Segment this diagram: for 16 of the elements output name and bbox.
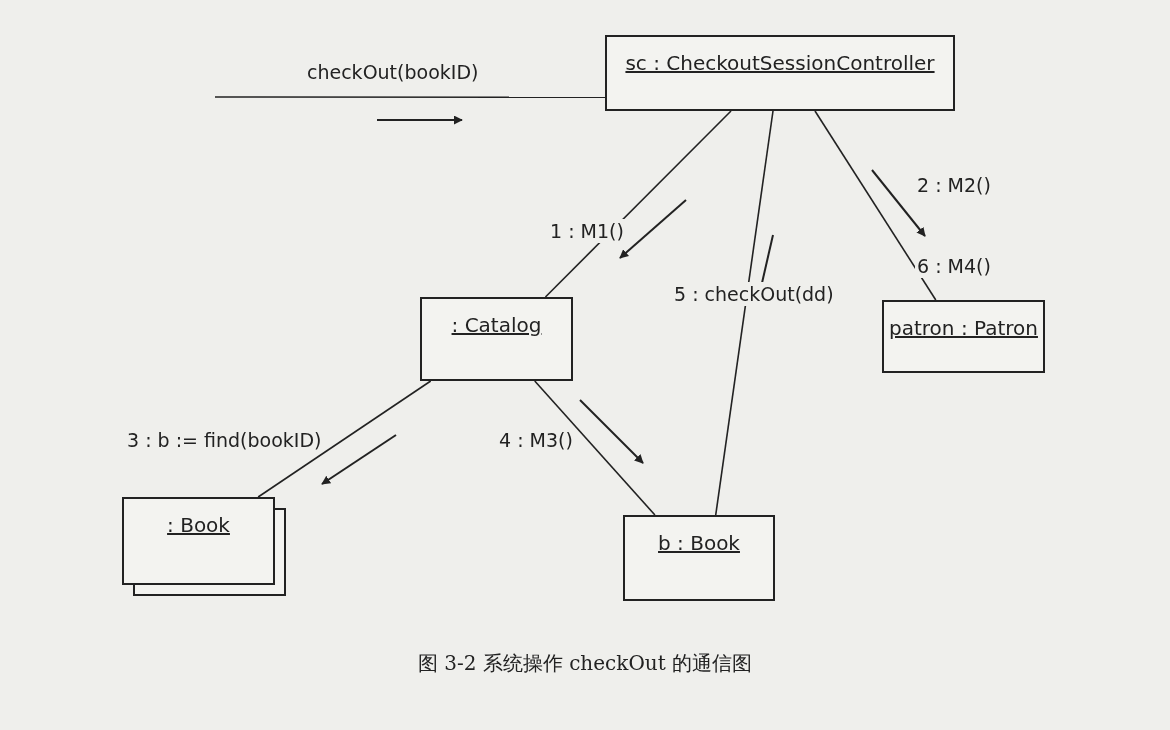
object-name: patron : Patron (889, 316, 1038, 340)
object-box (623, 515, 775, 601)
link-line (533, 380, 656, 516)
link-line (714, 110, 774, 516)
object-box (420, 297, 573, 381)
object-name: : Book (167, 513, 230, 537)
link-line (257, 380, 432, 498)
link-line (544, 110, 732, 298)
figure-caption: 图 3-2 系统操作 checkOut 的通信图 (417, 651, 753, 675)
object-box (882, 300, 1045, 373)
object-name: b : Book (658, 531, 740, 555)
object-box (605, 35, 955, 111)
link-line (214, 96, 606, 99)
object-name: : Catalog (451, 313, 542, 337)
link-line (814, 110, 937, 301)
object-name: sc : CheckoutSessionController (625, 51, 935, 75)
